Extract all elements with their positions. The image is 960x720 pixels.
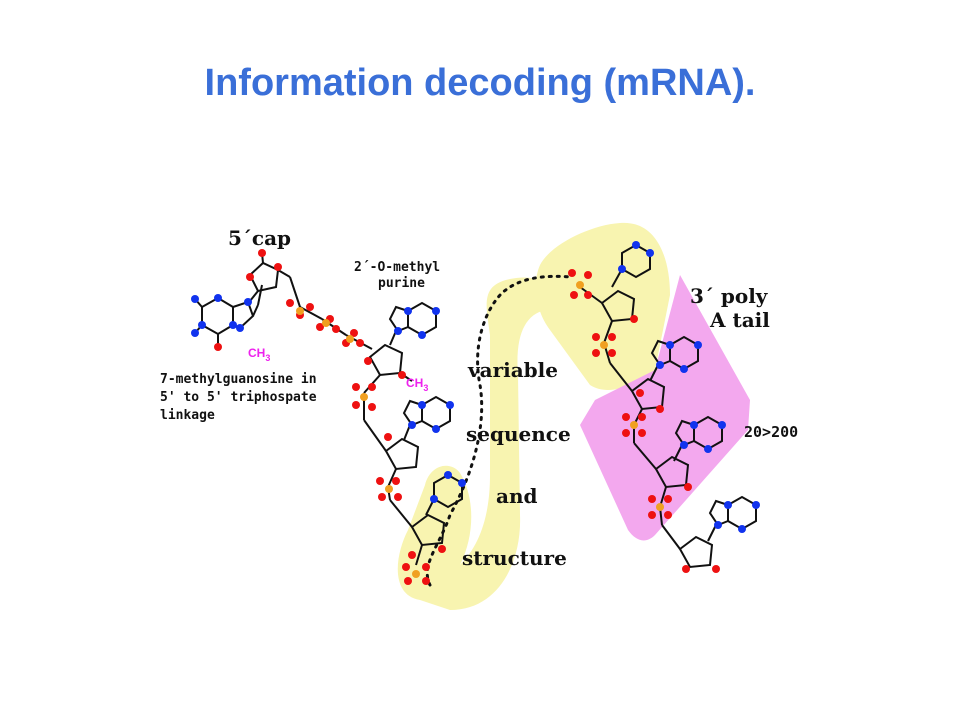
methyl-purine-label-2: purine <box>378 276 425 291</box>
ch3-label-purine: CH3 <box>406 376 428 393</box>
nucleotide-3-ribose <box>387 486 446 566</box>
nucleotide-2-ribose <box>363 393 420 488</box>
cap-guanine-base <box>194 284 263 345</box>
guanosine-label-3: linkage <box>160 408 215 423</box>
cap-label: 5´cap <box>228 226 291 250</box>
dotted-backbone <box>425 274 574 587</box>
nucleotide-2-base <box>402 395 451 441</box>
poly-a-base-1 <box>649 335 699 382</box>
nitrogen-atoms <box>191 241 760 533</box>
methyl-purine-label-1: 2´-O-methyl <box>354 260 440 275</box>
sequence-label: sequence <box>466 422 571 446</box>
poly-a-count-label: 20>200 <box>744 423 798 441</box>
cap-ribose <box>248 252 291 302</box>
mrna-structure-diagram: 5´cap 2´-O-methyl purine 7-methylguanosi… <box>160 222 798 610</box>
ch3-label-cap: CH3 <box>248 346 270 363</box>
guanosine-label-2: 5' to 5' triphospate <box>160 390 317 405</box>
methyl-purine-base <box>388 301 437 346</box>
guanosine-label-1: 7-methylguanosine in <box>160 372 317 387</box>
phosphorus-atoms <box>296 281 664 578</box>
slide-title: Information decoding (mRNA). <box>204 62 756 104</box>
poly-a-tail-band <box>580 275 750 541</box>
poly-a-label-2: A tail <box>709 308 770 332</box>
variable-region-band <box>397 277 549 610</box>
variable-label: variable <box>467 358 558 382</box>
poly-a-base-3 <box>707 495 757 542</box>
and-label: and <box>496 484 538 508</box>
poly-a-ribose-2 <box>633 425 690 508</box>
oxygen-atoms <box>214 249 720 585</box>
poly-a-label-1: 3´ poly <box>690 284 769 308</box>
structure-label: structure <box>462 546 567 570</box>
